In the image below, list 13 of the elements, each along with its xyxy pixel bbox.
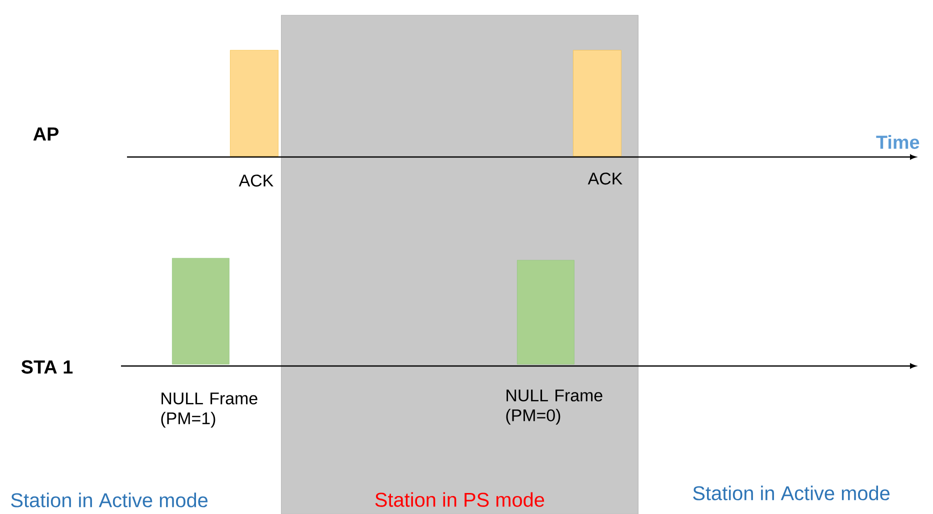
frame-bar: [573, 50, 622, 156]
frame-bar: [172, 258, 230, 364]
axis-label: STA 1: [21, 360, 73, 374]
mode-label: Station in Active mode: [693, 486, 890, 500]
axis-label: Time: [876, 135, 920, 149]
mode-label: Station in Active mode: [11, 492, 208, 508]
frame-label: NULL Frame (PM=1): [161, 392, 258, 428]
frame-label: NULL Frame (PM=0): [506, 390, 602, 425]
axis-label: AP: [33, 128, 58, 140]
frame-bar: [517, 260, 574, 364]
frame-label: ACK: [588, 172, 622, 185]
frame-label: ACK: [238, 174, 274, 187]
frame-bar: [230, 50, 278, 156]
